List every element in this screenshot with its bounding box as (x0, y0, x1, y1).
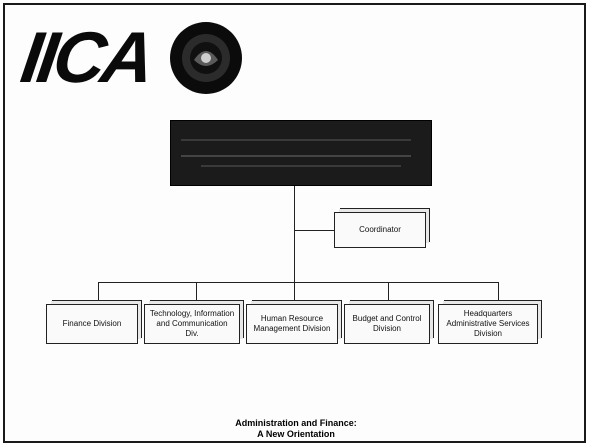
division-label: Human Resource Management Division (253, 314, 331, 333)
caption-line-1: Administration and Finance: (235, 418, 357, 428)
top-unit-box (170, 120, 432, 186)
logo-seal-icon (170, 22, 242, 94)
caption-line-2: A New Orientation (257, 429, 335, 439)
connector-main-vertical (294, 186, 295, 282)
division-label: Finance Division (62, 319, 122, 328)
connector-division-2 (196, 282, 197, 300)
division-label: Headquarters Administrative Services Div… (446, 309, 530, 338)
connector-coordinator (294, 230, 334, 231)
logo-wordmark: IICA (16, 18, 156, 98)
connector-division-1 (98, 282, 99, 300)
iica-logo: IICA (16, 14, 242, 104)
connector-divisions-horizontal (98, 282, 498, 283)
connector-division-3 (294, 282, 295, 300)
coordinator-box: Coordinator (334, 212, 426, 248)
division-box-finance: Finance Division (46, 304, 138, 344)
division-box-budget: Budget and Control Division (344, 304, 430, 344)
coordinator-label: Coordinator (359, 225, 401, 234)
division-label: Technology, Information and Communicatio… (149, 309, 235, 338)
division-label: Budget and Control Division (352, 314, 422, 333)
division-box-human-resource: Human Resource Management Division (246, 304, 338, 344)
division-box-headquarters: Headquarters Administrative Services Div… (438, 304, 538, 344)
division-box-technology: Technology, Information and Communicatio… (144, 304, 240, 344)
